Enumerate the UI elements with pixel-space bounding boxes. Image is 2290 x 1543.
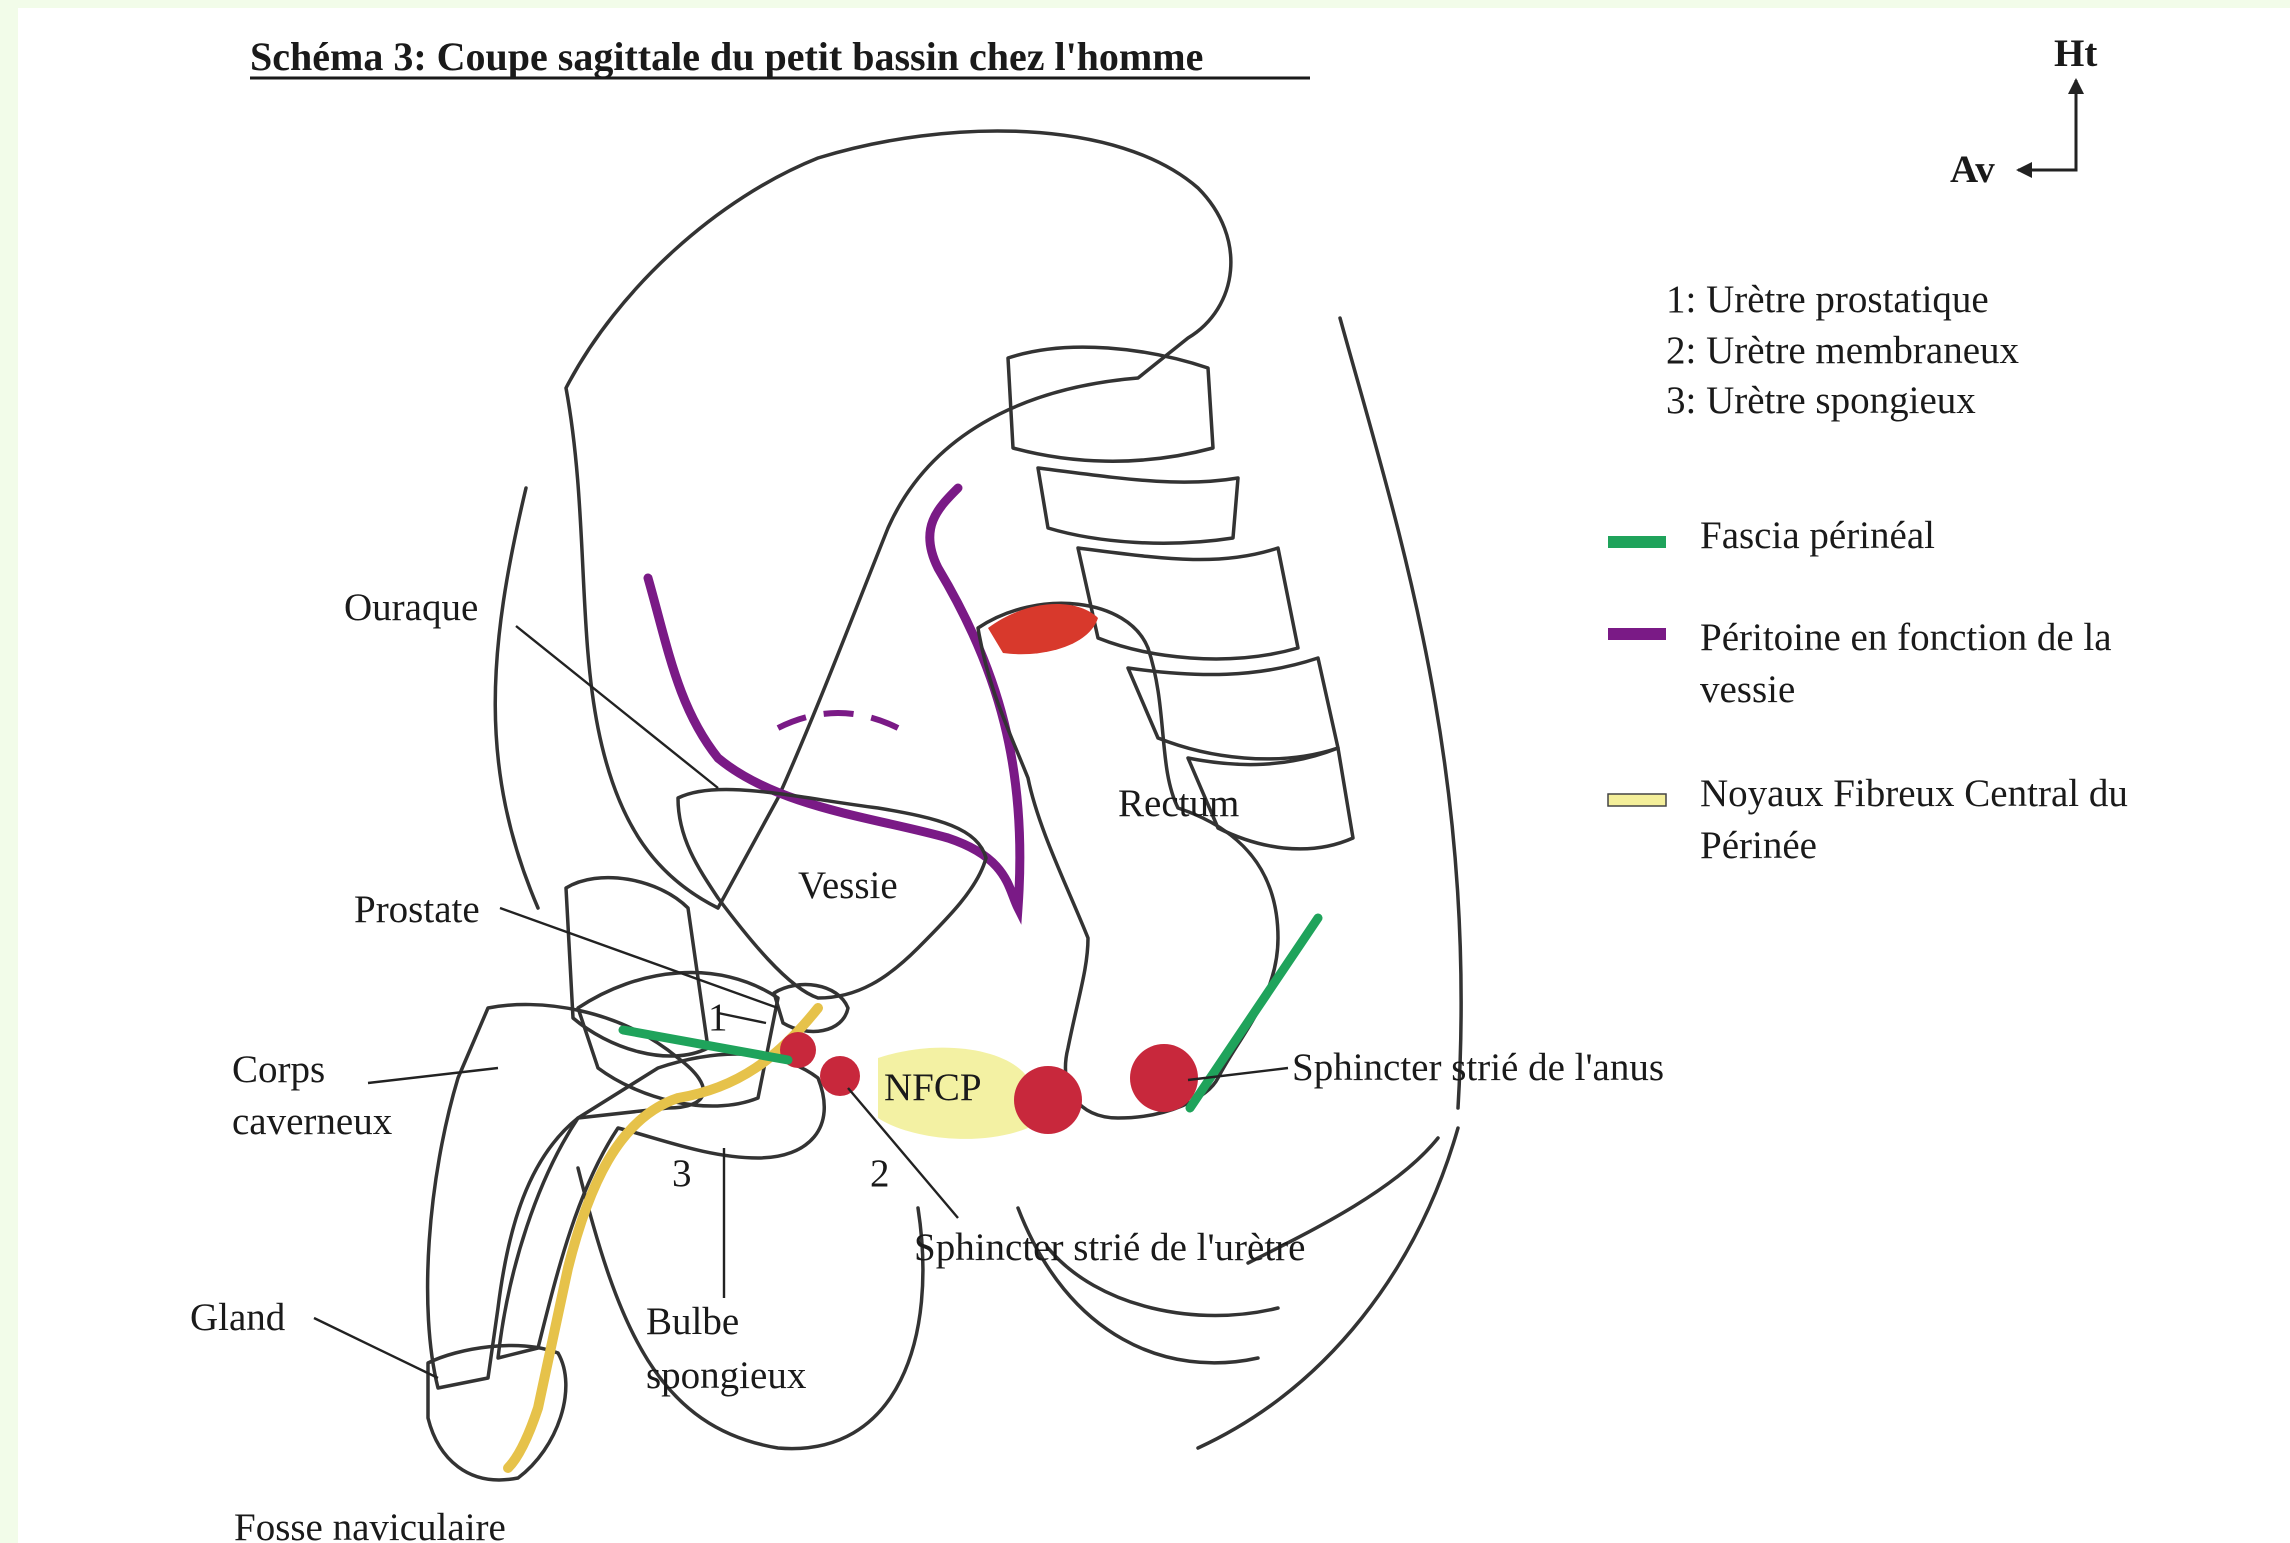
legend-urethra-3: 3: Urètre spongieux — [1666, 379, 1976, 422]
legend-urethra-2: 2: Urètre membraneux — [1666, 329, 2020, 372]
label-sphincter-anus: Sphincter strié de l'anus — [1292, 1046, 1664, 1089]
label-fosse: Fosse naviculaire — [234, 1506, 506, 1543]
thigh-contour-back — [1198, 1128, 1458, 1448]
penis — [428, 1005, 825, 1480]
legend-nfcp-text: Noyaux Fibreux Central du — [1700, 772, 2128, 815]
urethral-sphincter-bottom — [820, 1056, 860, 1096]
label-corps-line1: Corps — [232, 1048, 325, 1091]
vertebra-1 — [1008, 347, 1213, 461]
orientation-arrows: Ht Av — [1950, 32, 2097, 191]
leader-corps — [368, 1068, 498, 1083]
anatomy-diagram: Schéma 3: Coupe sagittale du petit bassi… — [18, 8, 2290, 1543]
legend-urethra-1: 1: Urètre prostatique — [1666, 278, 1989, 321]
legend-fascia-text: Fascia périnéal — [1700, 514, 1935, 557]
nfcp-label: NFCP — [884, 1066, 982, 1109]
urethra — [508, 1008, 818, 1468]
arrow-up-icon — [2068, 78, 2084, 94]
legend-swatch-nfcp — [1608, 794, 1666, 806]
label-ouraque: Ouraque — [344, 586, 478, 629]
anal-sphincter-front — [1014, 1066, 1082, 1134]
back-contour — [1340, 318, 1461, 1108]
bladder-label: Vessie — [798, 864, 898, 907]
legend-peritoine-text: Péritoine en fonction de la — [1700, 616, 2112, 659]
leader-gland — [314, 1318, 438, 1378]
label-prostate: Prostate — [354, 888, 480, 931]
peritoneum-line — [648, 488, 1020, 908]
rectum-label: Rectum — [1118, 782, 1239, 825]
legend-swatch-fascia — [1608, 536, 1666, 548]
rectum-lumen — [988, 604, 1098, 654]
label-bulbe-line1: Bulbe — [646, 1300, 739, 1343]
abdomen-contour — [495, 488, 538, 908]
color-legend: Fascia périnéal Péritoine en fonction de… — [1608, 514, 2128, 867]
label-sphincter-uretre: Sphincter strié de l'urètre — [914, 1226, 1305, 1269]
scrotum-contour — [578, 1168, 923, 1449]
diagram-title: Schéma 3: Coupe sagittale du petit bassi… — [250, 34, 1203, 79]
peritoneum-dashed — [778, 713, 898, 728]
prostate — [774, 985, 848, 1032]
label-num1: 1 — [708, 996, 728, 1039]
vertebra-2 — [1078, 548, 1298, 659]
legend-peritoine-text-2: vessie — [1700, 668, 1795, 711]
numbered-legend: 1: Urètre prostatique 2: Urètre membrane… — [1666, 278, 2020, 422]
pelvic-bone — [566, 131, 1353, 1106]
label-bulbe-line2: spongieux — [646, 1354, 807, 1397]
label-corps-line2: caverneux — [232, 1100, 393, 1143]
label-num3: 3 — [672, 1152, 692, 1195]
orientation-axes — [2018, 80, 2076, 170]
diagram-panel: Schéma 3: Coupe sagittale du petit bassi… — [18, 8, 2290, 1543]
leader-sphincter-anus — [1188, 1068, 1288, 1080]
label-num2: 2 — [870, 1152, 890, 1195]
orientation-up-label: Ht — [2054, 32, 2097, 75]
disc-1 — [1038, 468, 1238, 543]
label-gland: Gland — [190, 1296, 286, 1339]
anal-sphincter-back — [1130, 1044, 1198, 1112]
arrow-left-icon — [2016, 162, 2032, 178]
legend-nfcp-text-2: Périnée — [1700, 824, 1817, 867]
orientation-front-label: Av — [1950, 148, 1995, 191]
peritoneum — [648, 488, 1020, 908]
legend-swatch-peritoine — [1608, 628, 1666, 640]
